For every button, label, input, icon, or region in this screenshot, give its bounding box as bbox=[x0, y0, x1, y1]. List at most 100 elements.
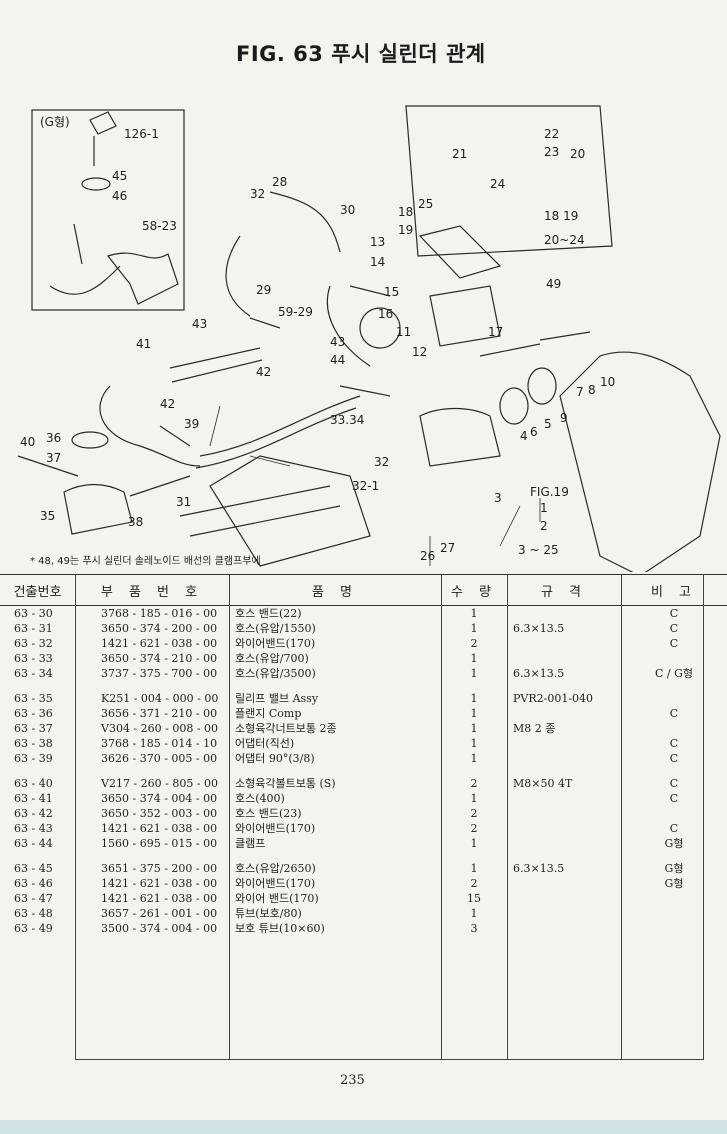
cell-spec bbox=[507, 606, 621, 622]
cell-spec bbox=[507, 921, 621, 936]
col-header-qty: 수 량 bbox=[441, 574, 507, 606]
cell-part-no: 3737 - 375 - 700 - 00 bbox=[101, 667, 218, 680]
cell-ref: 63 - 49 bbox=[14, 922, 53, 935]
cell-name: 호스 밴드(23) bbox=[235, 807, 302, 820]
cell-ref: 63 - 39 bbox=[14, 752, 53, 765]
cell-name: 호스 밴드(22) bbox=[235, 607, 302, 620]
cell-qty: 1 bbox=[470, 862, 478, 875]
callout: 38 bbox=[128, 515, 143, 529]
cell-qty: 1 bbox=[470, 652, 478, 665]
cell-remarks: C bbox=[669, 822, 679, 835]
row-spacer bbox=[0, 766, 727, 776]
cell-remarks: G형 bbox=[664, 877, 684, 890]
cell-ref: 63 - 38 bbox=[14, 737, 53, 750]
cell-ref: 63 - 32 bbox=[14, 637, 53, 650]
cell-name: 클램프 bbox=[235, 837, 266, 850]
cell-remarks: C bbox=[669, 707, 679, 720]
col-header-ref: 건출번호 bbox=[0, 574, 75, 606]
table-bottom-rule bbox=[75, 1059, 703, 1060]
callout: 15 bbox=[384, 285, 399, 299]
cell-spec bbox=[507, 651, 621, 666]
fig-ref-n2: 2 bbox=[540, 519, 548, 533]
callout: 5 bbox=[544, 417, 552, 431]
col-header-part-no: 부 품 번 호 bbox=[75, 574, 229, 606]
cell-remarks bbox=[621, 921, 727, 936]
cell-name: 소형육각볼트보통 (S) bbox=[235, 777, 336, 790]
cell-qty: 1 bbox=[470, 907, 478, 920]
callout: 18 19 bbox=[544, 209, 578, 223]
cell-spec bbox=[507, 706, 621, 721]
cell-remarks: C bbox=[669, 637, 679, 650]
spacer-cell bbox=[0, 766, 727, 776]
solenoid-detail-box bbox=[405, 105, 613, 257]
callout: 39 bbox=[184, 417, 199, 431]
callout: 23 bbox=[544, 145, 559, 159]
cell-part-no: 1560 - 695 - 015 - 00 bbox=[101, 837, 218, 850]
cell-spec bbox=[507, 791, 621, 806]
cell-qty: 1 bbox=[470, 737, 478, 750]
cell-ref: 63 - 41 bbox=[14, 792, 53, 805]
callout: 14 bbox=[370, 255, 385, 269]
cell-qty: 2 bbox=[470, 877, 478, 890]
cell-part-no: V217 - 260 - 805 - 00 bbox=[101, 777, 219, 790]
cell-part-no: 3650 - 374 - 004 - 00 bbox=[101, 792, 218, 805]
col-header-name: 품 명 bbox=[229, 574, 441, 606]
cell-name: 소형육각너트보통 2종 bbox=[235, 722, 337, 735]
cell-qty: 1 bbox=[470, 667, 478, 680]
cell-part-no: 3650 - 374 - 210 - 00 bbox=[101, 652, 218, 665]
cell-qty: 15 bbox=[467, 892, 481, 905]
callout: 33.34 bbox=[330, 413, 364, 427]
cell-qty: 2 bbox=[470, 637, 478, 650]
callout: 4 bbox=[520, 429, 528, 443]
column-divider bbox=[621, 574, 622, 1060]
cell-part-no: 3500 - 374 - 004 - 00 bbox=[101, 922, 218, 935]
cell-part-no: 1421 - 621 - 038 - 00 bbox=[101, 877, 218, 890]
cell-ref: 63 - 47 bbox=[14, 892, 53, 905]
cell-part-no: 3657 - 261 - 001 - 00 bbox=[101, 907, 218, 920]
cell-ref: 63 - 37 bbox=[14, 722, 53, 735]
callout: 24 bbox=[490, 177, 505, 191]
cell-name: 어댑터(직선) bbox=[235, 737, 295, 750]
cell-part-no: 3656 - 371 - 210 - 00 bbox=[101, 707, 218, 720]
callout: 35 bbox=[40, 509, 55, 523]
cell-remarks: C bbox=[669, 622, 679, 635]
cell-name: 호스(유압/1550) bbox=[235, 622, 316, 635]
cell-name: 와이어 밴드(170) bbox=[235, 892, 319, 905]
table-header: 건출번호 부 품 번 호 품 명 수 량 규 격 비 고 bbox=[0, 574, 727, 606]
cell-name: 릴리프 밸브 Assy bbox=[235, 692, 319, 705]
callout: 45 bbox=[112, 169, 127, 183]
diagram-footnote: * 48, 49는 푸시 실린더 솔레노이드 배선의 클램프부에 bbox=[30, 556, 261, 567]
callout: 26 bbox=[420, 549, 435, 563]
cell-qty: 1 bbox=[470, 622, 478, 635]
cell-ref: 63 - 33 bbox=[14, 652, 53, 665]
cell-ref: 63 - 48 bbox=[14, 907, 53, 920]
callout: 36 bbox=[46, 431, 61, 445]
cell-name: 호스(유압/3500) bbox=[235, 667, 316, 680]
callout: 28 bbox=[272, 175, 287, 189]
callout: 41 bbox=[136, 337, 151, 351]
callout: 20 bbox=[570, 147, 585, 161]
cell-part-no: 1421 - 621 - 038 - 00 bbox=[101, 637, 218, 650]
callout: 32 bbox=[374, 455, 389, 469]
cell-qty: 3 bbox=[470, 922, 478, 935]
cell-qty: 1 bbox=[470, 792, 478, 805]
cell-part-no: V304 - 260 - 008 - 00 bbox=[101, 722, 219, 735]
cell-ref: 63 - 30 bbox=[14, 607, 53, 620]
callout: 11 bbox=[396, 325, 411, 339]
callout: 17 bbox=[488, 325, 503, 339]
callout: 37 bbox=[46, 451, 61, 465]
callout: 31 bbox=[176, 495, 191, 509]
callout: 16 bbox=[378, 307, 393, 321]
row-spacer bbox=[0, 851, 727, 861]
fig-ref-label: FIG.19 bbox=[530, 485, 569, 499]
cell-name: 튜브(보호/80) bbox=[235, 907, 302, 920]
